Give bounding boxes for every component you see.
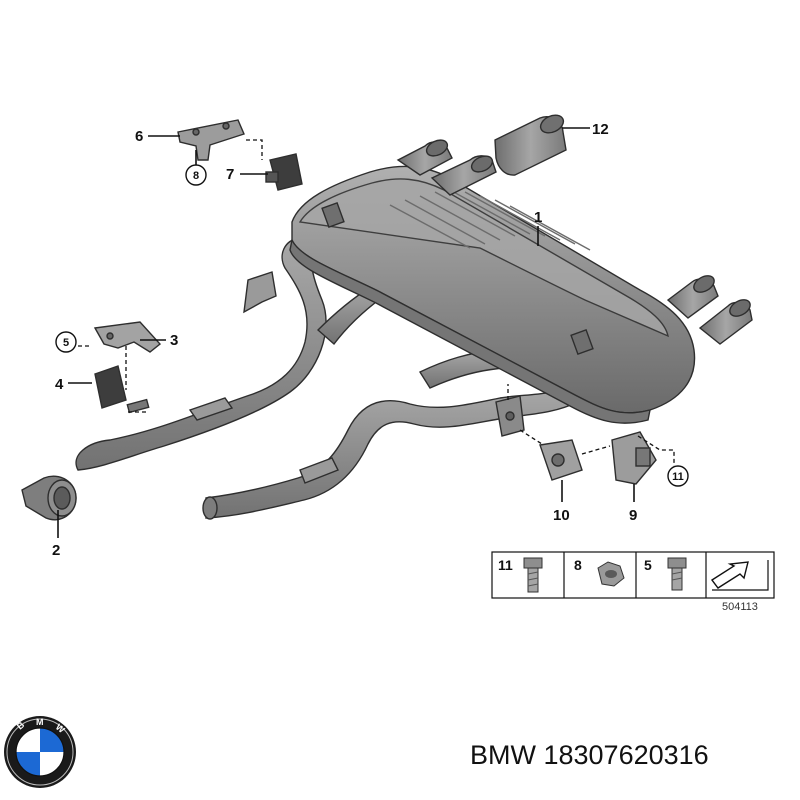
svg-text:B: B xyxy=(15,719,27,731)
diagram-id: 504113 xyxy=(722,601,758,613)
callout-11: 11 xyxy=(672,471,684,483)
part-number-text: BMW 18307620316 xyxy=(470,740,709,770)
callout-11-circle xyxy=(667,465,689,487)
svg-text:M: M xyxy=(36,717,44,727)
bolt-icon xyxy=(667,557,687,591)
callout-8: 8 xyxy=(193,170,199,182)
callout-5: 5 xyxy=(63,337,69,349)
callout-5-circle xyxy=(55,331,77,353)
muffler-ribs xyxy=(389,189,591,251)
clamp-2 xyxy=(21,475,77,521)
rubber-mount-7 xyxy=(265,153,303,191)
callout-6: 6 xyxy=(135,128,143,145)
legend-number-8: 8 xyxy=(574,557,582,573)
callout-12: 12 xyxy=(592,121,609,138)
fastener-legend: 11 8 5 504113 xyxy=(491,551,775,613)
bmw-logo: B M W xyxy=(4,716,76,788)
exhaust-tips-right xyxy=(666,275,753,345)
callout-3: 3 xyxy=(170,332,178,349)
bracket-6 xyxy=(177,119,245,161)
actuator-9 xyxy=(611,431,657,485)
callout-9: 9 xyxy=(629,507,637,524)
rubber-mount-4 xyxy=(94,365,150,414)
pipe-clamp-right xyxy=(495,395,525,437)
bracket-3 xyxy=(93,321,162,353)
callout-7: 7 xyxy=(226,166,234,183)
callout-10: 10 xyxy=(553,507,570,524)
rear-muffler xyxy=(289,165,696,424)
callout-1: 1 xyxy=(534,209,542,226)
arrow-icon xyxy=(710,560,769,591)
hex-nut-icon xyxy=(597,561,625,587)
callout-8-circle xyxy=(185,164,207,186)
leader-lines xyxy=(57,127,675,538)
bracket-10 xyxy=(539,439,583,481)
pipe-bracket-left xyxy=(243,271,277,314)
exhaust-tips-upper xyxy=(396,139,497,196)
legend-number-5: 5 xyxy=(644,557,652,573)
callout-4: 4 xyxy=(55,376,64,393)
left-exhaust-pipe xyxy=(75,237,327,471)
callout-2: 2 xyxy=(52,542,60,559)
tail-pipe-trim xyxy=(494,114,567,176)
bolt-icon xyxy=(523,557,543,593)
legend-number-11: 11 xyxy=(498,557,513,573)
